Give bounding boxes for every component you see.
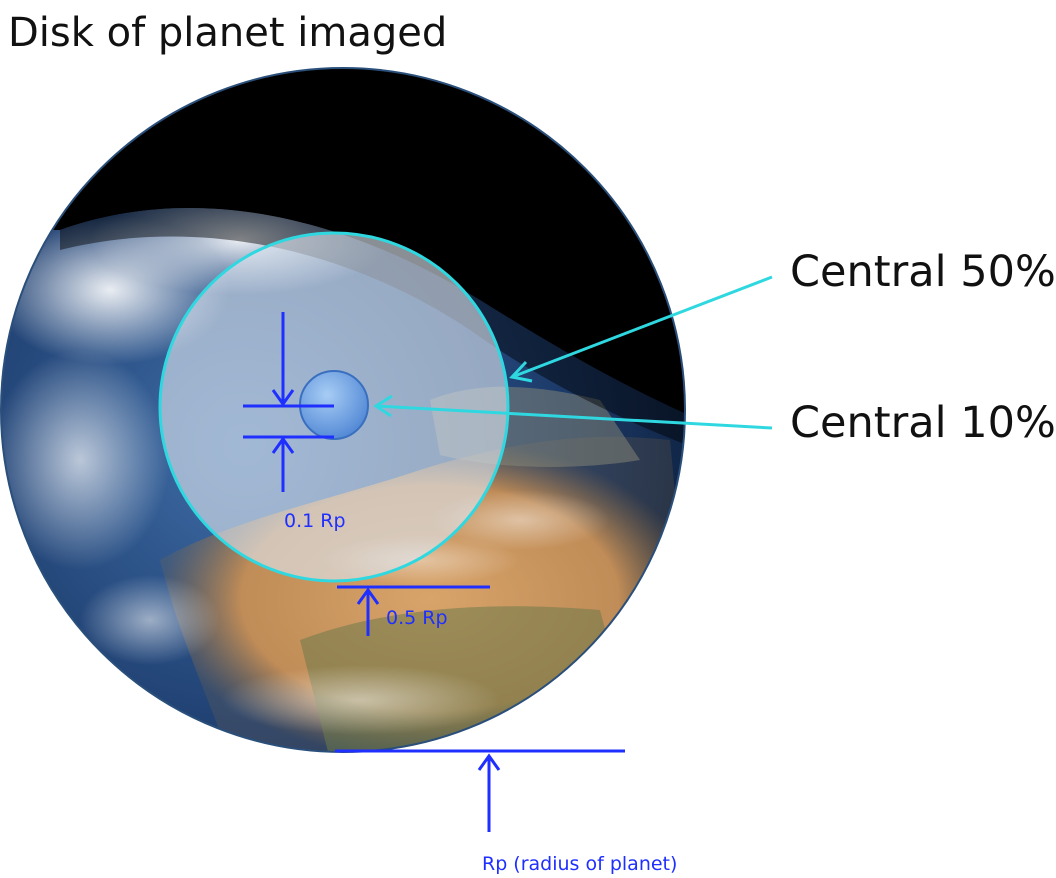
- callout-arrow-central-50: [509, 275, 773, 383]
- label-0-1-rp: 0.1 Rp: [284, 510, 346, 532]
- dimension-0-5-rp: [337, 585, 490, 636]
- dimension-0-1-rp: [243, 312, 334, 492]
- central-50-label: Central 50%: [790, 247, 1056, 297]
- central-10-label: Central 10%: [790, 398, 1056, 448]
- callout-arrow-central-10: [373, 394, 773, 430]
- dimension-rp: [335, 749, 625, 832]
- label-rp: Rp (radius of planet): [482, 853, 677, 875]
- label-0-5-rp: 0.5 Rp: [386, 607, 448, 629]
- diagram-title: Disk of planet imaged: [8, 10, 447, 56]
